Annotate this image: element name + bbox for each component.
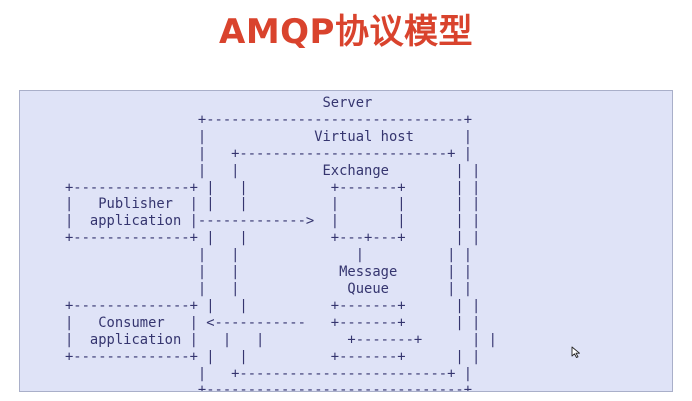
amqp-model-diagram: Server +-------------------------------+… [19,90,673,392]
diagram-line: | +-------------------------+ | [65,145,473,162]
diagram-line: +--------------+ | | +-------+ | | [65,297,481,314]
diagram-line: Server [65,95,373,111]
diagram-line: | application |-------------> | | | | [65,213,481,230]
diagram-line: | Consumer | <----------- +-------+ | | [65,314,481,331]
diagram-line: +--------------+ | | +-------+ | | [65,179,481,196]
diagram-line: +--------------+ | | +---+---+ | | [65,230,481,247]
diagram-line: | | Queue | | [65,280,473,297]
diagram-line: +-------------------------------+ [65,111,473,128]
diagram-line: +-------------------------------+ [65,382,473,392]
page-title: AMQP协议模型 [219,12,473,52]
mouse-cursor-icon [571,346,580,358]
diagram-line: | Publisher | | | | | | | [65,196,481,213]
ascii-diagram-text: Server +-------------------------------+… [65,95,497,392]
diagram-line: | | Message | | [65,264,473,281]
diagram-line: | | Exchange | | [65,162,481,179]
diagram-line: +--------------+ | | +-------+ | | [65,348,481,365]
diagram-line: | +-------------------------+ | [65,365,473,382]
diagram-line: | Virtual host | [65,128,473,145]
diagram-line: | application | | | +-------+ | | [65,331,497,348]
diagram-line: | | | | | [65,247,473,264]
